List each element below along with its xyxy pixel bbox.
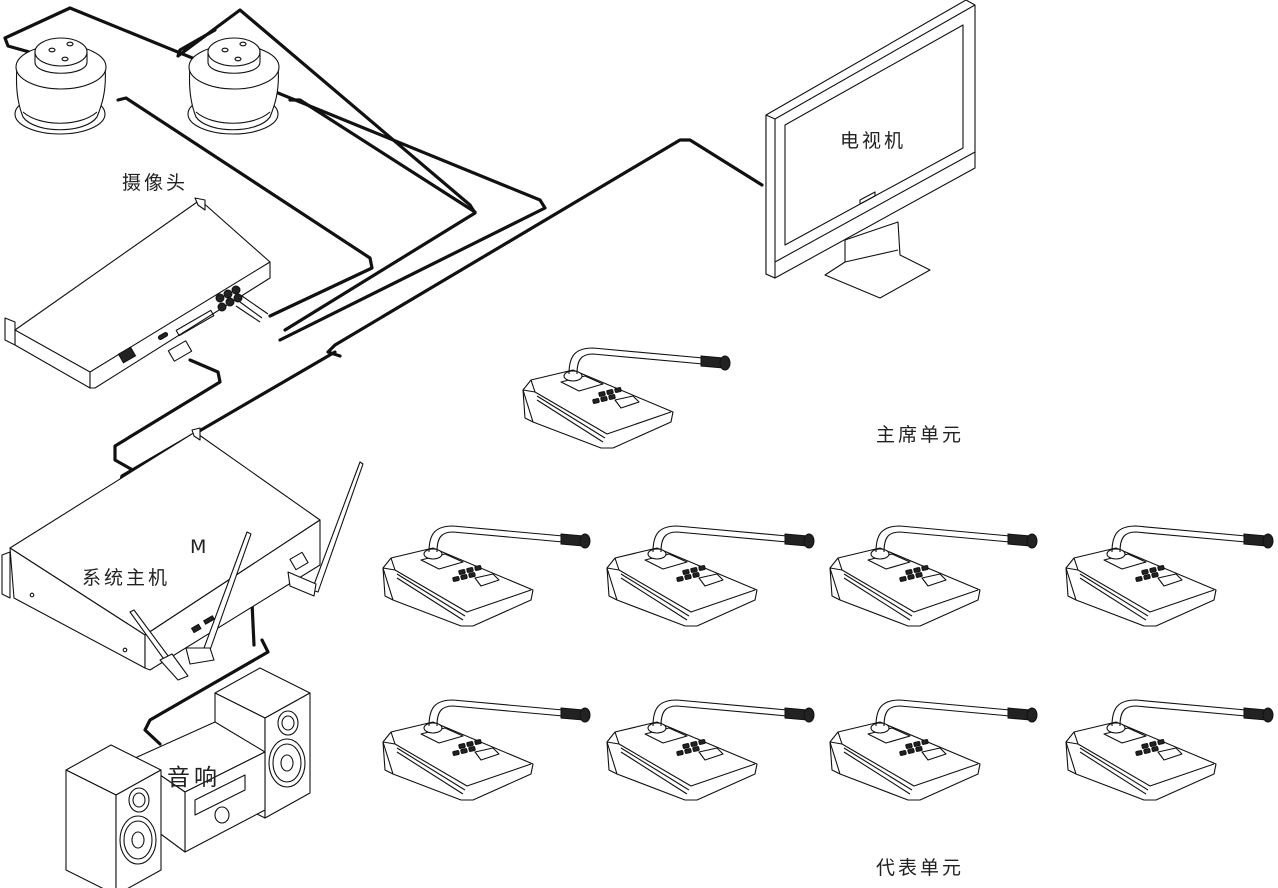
cable-tv-host bbox=[326, 138, 764, 358]
cable-camera-1-a bbox=[3, 6, 547, 342]
audio-label: 音响 bbox=[167, 765, 221, 791]
delegate-unit bbox=[829, 699, 1038, 801]
delegate-unit bbox=[606, 525, 815, 627]
cable-camera-1-b bbox=[116, 96, 374, 318]
cable-camera-2-b bbox=[288, 98, 477, 214]
delegate-unit bbox=[1065, 525, 1274, 627]
chairman-unit-label: 主席单元 bbox=[876, 424, 965, 446]
tv-label: 电视机 bbox=[840, 130, 907, 152]
cable-processor-host bbox=[113, 358, 222, 510]
camera-2 bbox=[187, 37, 280, 135]
camera-1 bbox=[14, 37, 107, 135]
video-processor bbox=[4, 197, 271, 389]
speaker-left bbox=[65, 744, 162, 888]
delegate-unit bbox=[382, 699, 591, 801]
delegate-unit bbox=[382, 525, 591, 627]
delegate-unit bbox=[606, 699, 815, 801]
delegate-unit bbox=[829, 525, 1038, 627]
chairman-unit bbox=[522, 347, 731, 449]
tv bbox=[765, 0, 976, 299]
delegate-unit-label: 代表单元 bbox=[876, 857, 965, 879]
system-host bbox=[1, 427, 364, 681]
cable-host-audio bbox=[143, 638, 270, 746]
host-label: 系统主机 bbox=[82, 567, 171, 589]
camera-label: 摄像头 bbox=[122, 172, 189, 194]
delegate-unit bbox=[1065, 699, 1274, 801]
host-port-mark: M bbox=[190, 536, 207, 558]
